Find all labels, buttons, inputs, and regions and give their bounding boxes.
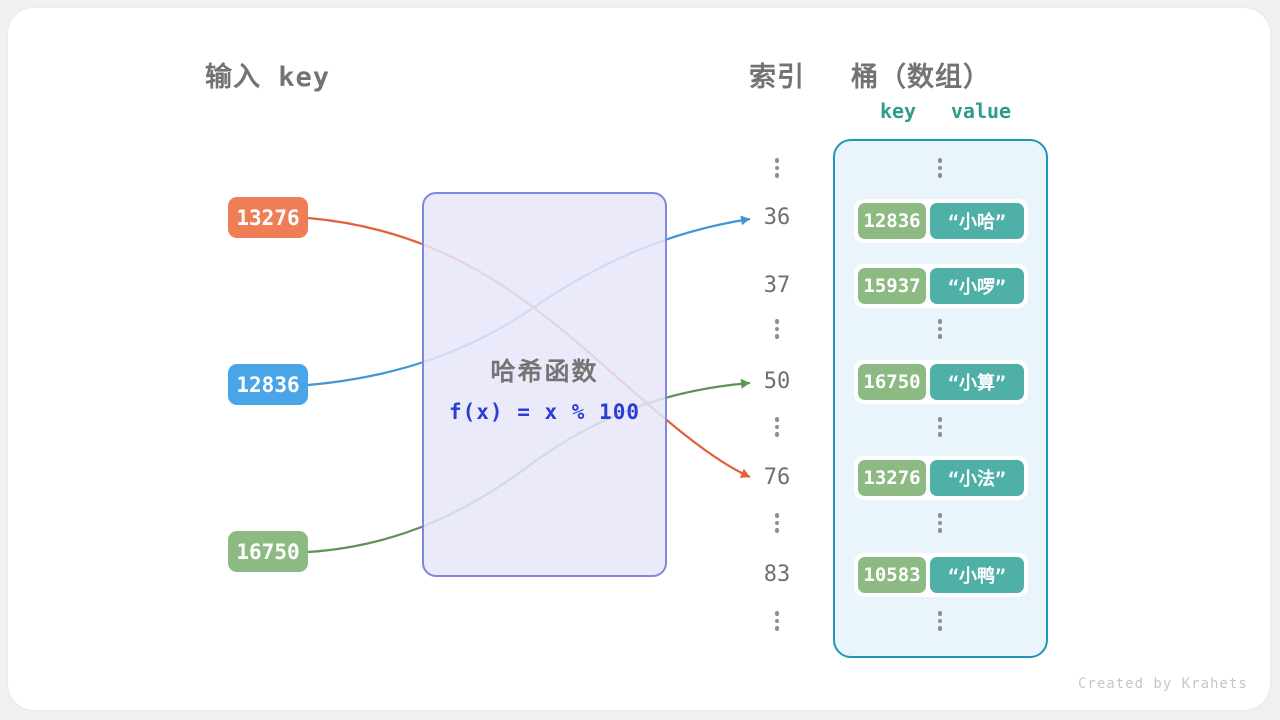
entry-key: 15937 — [858, 268, 926, 304]
ellipsis-icon — [937, 513, 943, 533]
input-key-box-16750: 16750 — [228, 531, 308, 572]
bucket-key-column-label: key — [879, 99, 917, 123]
heading-index: 索引 — [749, 62, 805, 93]
heading-bucket-array: 桶（数组） — [851, 62, 991, 93]
input-key-box-13276: 13276 — [228, 197, 308, 238]
index-value-76: 76 — [763, 465, 791, 490]
bucket-entry-row: 13276 “小法” — [854, 456, 1028, 500]
ellipsis-icon — [937, 417, 943, 437]
hash-function-title: 哈希函数 — [490, 357, 599, 386]
bucket-entry-row: 12836 “小哈” — [854, 199, 1028, 243]
bucket-entry-row: 16750 “小算” — [854, 360, 1028, 404]
bucket-value-column-label: value — [950, 99, 1012, 123]
ellipsis-icon — [774, 611, 780, 631]
index-value-83: 83 — [763, 562, 791, 587]
entry-value: “小算” — [930, 364, 1024, 400]
entry-value: “小啰” — [930, 268, 1024, 304]
entry-value: “小哈” — [930, 203, 1024, 239]
credit-text: Created by Krahets — [1078, 676, 1248, 692]
bucket-entry-row: 10583 “小鸭” — [854, 553, 1028, 597]
input-key-box-12836: 12836 — [228, 364, 308, 405]
hash-function-formula: f(x) = x % 100 — [448, 400, 640, 424]
entry-key: 13276 — [858, 460, 926, 496]
ellipsis-icon — [774, 513, 780, 533]
ellipsis-icon — [937, 158, 943, 178]
index-value-36: 36 — [763, 205, 791, 230]
entry-value: “小鸭” — [930, 557, 1024, 593]
entry-value: “小法” — [930, 460, 1024, 496]
entry-key: 10583 — [858, 557, 926, 593]
heading-input-key: 输入 key — [205, 62, 331, 93]
index-value-50: 50 — [763, 369, 791, 394]
ellipsis-icon — [774, 417, 780, 437]
entry-key: 12836 — [858, 203, 926, 239]
ellipsis-icon — [937, 611, 943, 631]
bucket-entry-row: 15937 “小啰” — [854, 264, 1028, 308]
ellipsis-icon — [937, 319, 943, 339]
ellipsis-icon — [774, 158, 780, 178]
index-value-37: 37 — [763, 273, 791, 298]
ellipsis-icon — [774, 319, 780, 339]
hash-function-box: 哈希函数 f(x) = x % 100 — [422, 192, 667, 577]
entry-key: 16750 — [858, 364, 926, 400]
